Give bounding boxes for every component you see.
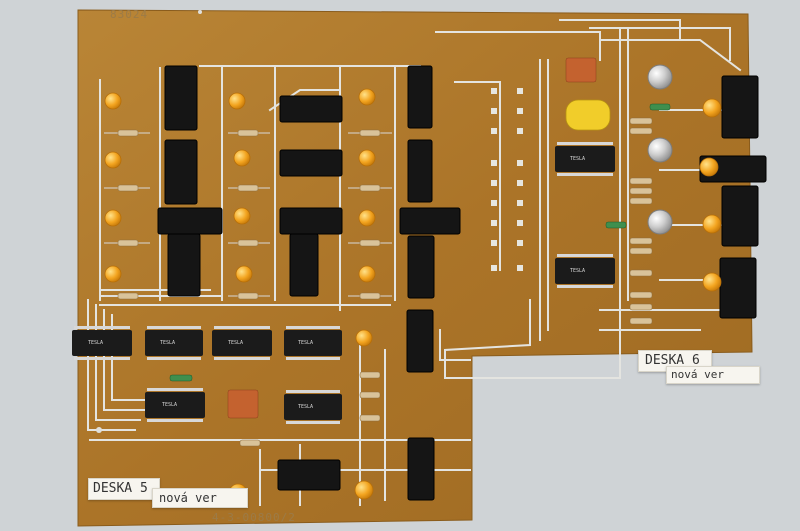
switch (406, 309, 434, 373)
switch (407, 65, 433, 129)
mounting-holes (96, 10, 202, 433)
ic-chips (72, 146, 615, 420)
label-nova-verze: nová ver (152, 488, 248, 508)
switch (164, 139, 198, 205)
switch (277, 459, 341, 491)
switch (719, 257, 757, 319)
switch (721, 185, 759, 247)
switch (407, 235, 435, 299)
resistor-bodies (117, 117, 653, 447)
transistor-cans (647, 64, 673, 235)
leds (104, 88, 722, 503)
silkscreen-bottom-code: 4-3-00800/2 (212, 511, 296, 524)
switch (279, 149, 343, 177)
switch (407, 139, 433, 203)
silkscreen-top-code: 83024 (110, 8, 149, 21)
ic-marking: TESLA (570, 268, 586, 274)
yellow-capacitor (565, 99, 611, 131)
ic-pins (74, 142, 613, 424)
ic-chip (555, 258, 615, 284)
ic-chip (555, 146, 615, 172)
ic-chip (284, 330, 342, 356)
film-capacitors (227, 57, 597, 419)
ic-marking: TESLA (298, 404, 314, 410)
ic-marking: TESLA (298, 340, 314, 346)
ic-marking: TESLA (570, 156, 586, 162)
ic-marking: TESLA (162, 402, 178, 408)
ic-chip (284, 394, 342, 420)
green-resistors (169, 103, 671, 382)
switch (279, 95, 343, 123)
switch (721, 75, 759, 139)
switch (157, 207, 223, 235)
switch (407, 437, 435, 501)
switch (399, 207, 461, 235)
ic-marking: TESLA (228, 340, 244, 346)
via-pads (491, 88, 523, 271)
ic-chip (72, 330, 132, 356)
switch (289, 233, 319, 297)
switch (279, 207, 343, 235)
label-deska-5: DESKA 5 (88, 478, 160, 500)
ic-chip (145, 330, 203, 356)
switch (164, 65, 198, 131)
label-nova-verze-right: nová ver (666, 366, 760, 384)
switch (167, 233, 201, 297)
ic-marking: TESLA (160, 340, 176, 346)
ic-chip (212, 330, 272, 356)
ic-marking: TESLA (88, 340, 104, 346)
ic-chip (145, 392, 205, 418)
